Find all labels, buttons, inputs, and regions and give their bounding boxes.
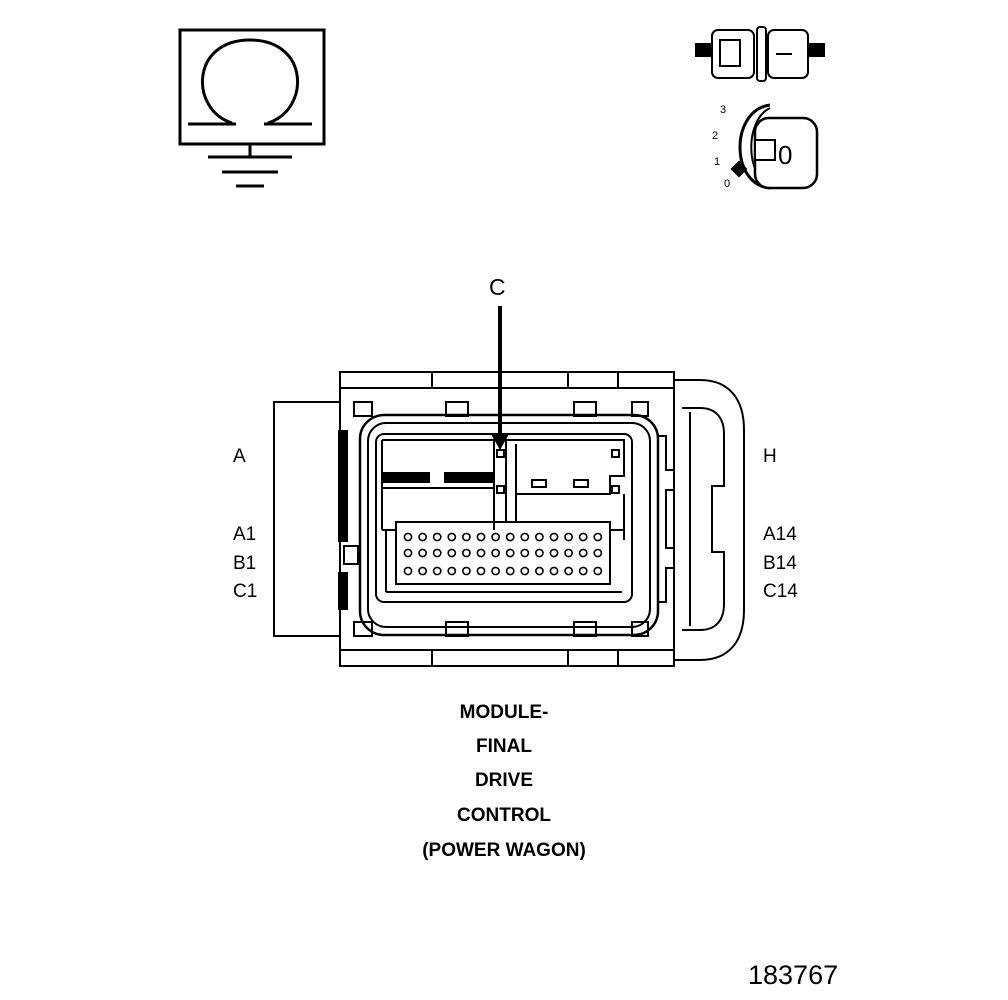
- pin-cavity: [432, 548, 442, 558]
- callout-arrow: [491, 306, 509, 450]
- pin-cavity: [432, 566, 442, 576]
- key-position-label: 1: [714, 156, 721, 168]
- pin-cavity: [403, 532, 413, 542]
- pin-cavity: [491, 566, 500, 576]
- pin-cavity: [564, 566, 573, 576]
- key-face-label: 0: [778, 140, 793, 170]
- pin-cavity: [476, 532, 486, 542]
- row-label-left: A1: [233, 524, 257, 545]
- title-line: FINAL: [476, 736, 532, 757]
- pin-cavity: [461, 548, 471, 558]
- pin-cavity: [461, 532, 471, 542]
- pin-cavity: [535, 566, 544, 576]
- pin-cavity: [491, 532, 500, 542]
- title-line: MODULE-: [459, 702, 549, 723]
- pin-cavity: [593, 548, 603, 558]
- pin-cavity: [461, 566, 471, 576]
- pin-cavity: [476, 548, 486, 558]
- pin-cavity: [535, 548, 544, 558]
- callout-label: C: [489, 274, 506, 300]
- row-label-left: C1: [233, 581, 258, 602]
- pin-cavity: [505, 548, 515, 558]
- key-position-label: 2: [712, 130, 719, 142]
- pin-cavity: [593, 532, 603, 542]
- pin-cavity: [432, 532, 442, 542]
- row-label-right: B14: [763, 553, 797, 574]
- omega-ground-icon: [178, 28, 326, 188]
- row-label-right: A14: [763, 524, 797, 545]
- ignition-key-icon: [730, 103, 819, 190]
- pin-cavity: [418, 532, 427, 542]
- seal-strips: [338, 430, 348, 610]
- key-position-label: 0: [724, 178, 731, 190]
- pin-cavity: [447, 548, 457, 558]
- pin-grid: [403, 532, 603, 576]
- pin-cavity: [491, 548, 500, 558]
- pin-cavity: [403, 548, 413, 558]
- inline-connector-icon: [695, 26, 825, 82]
- latch-bars: [382, 472, 494, 483]
- title-line: (POWER WAGON): [422, 840, 586, 861]
- pin-cavity: [403, 566, 413, 576]
- pin-cavity: [505, 566, 515, 576]
- pin-cavity: [564, 548, 573, 558]
- pin-cavity: [578, 548, 588, 558]
- title-line: DRIVE: [474, 770, 534, 791]
- key-position-label: 3: [720, 104, 727, 116]
- connector-internals: [381, 439, 625, 593]
- pin-cavity: [549, 548, 559, 558]
- pin-cavity: [447, 566, 457, 576]
- pin-cavity: [549, 566, 559, 576]
- pin-cavity: [593, 566, 603, 576]
- pin-cavity: [549, 532, 559, 542]
- pin-cavity: [418, 548, 427, 558]
- pin-cavity: [505, 532, 515, 542]
- pin-cavity: [535, 532, 544, 542]
- row-label-left: B1: [233, 553, 257, 574]
- pin-cavity: [578, 532, 588, 542]
- pin-cavity: [418, 566, 427, 576]
- pin-cavity: [520, 548, 530, 558]
- figure-number: 183767: [748, 960, 839, 990]
- row-label-right: C14: [763, 581, 798, 602]
- side-label-right-top: H: [763, 446, 777, 467]
- pin-cavity: [578, 566, 588, 576]
- side-label-left-top: A: [233, 446, 246, 467]
- pin-cavity: [564, 532, 573, 542]
- title-line: CONTROL: [457, 805, 551, 826]
- pin-cavity: [476, 566, 486, 576]
- pin-cavity: [520, 566, 530, 576]
- pin-cavity: [447, 532, 457, 542]
- pin-cavity: [520, 532, 530, 542]
